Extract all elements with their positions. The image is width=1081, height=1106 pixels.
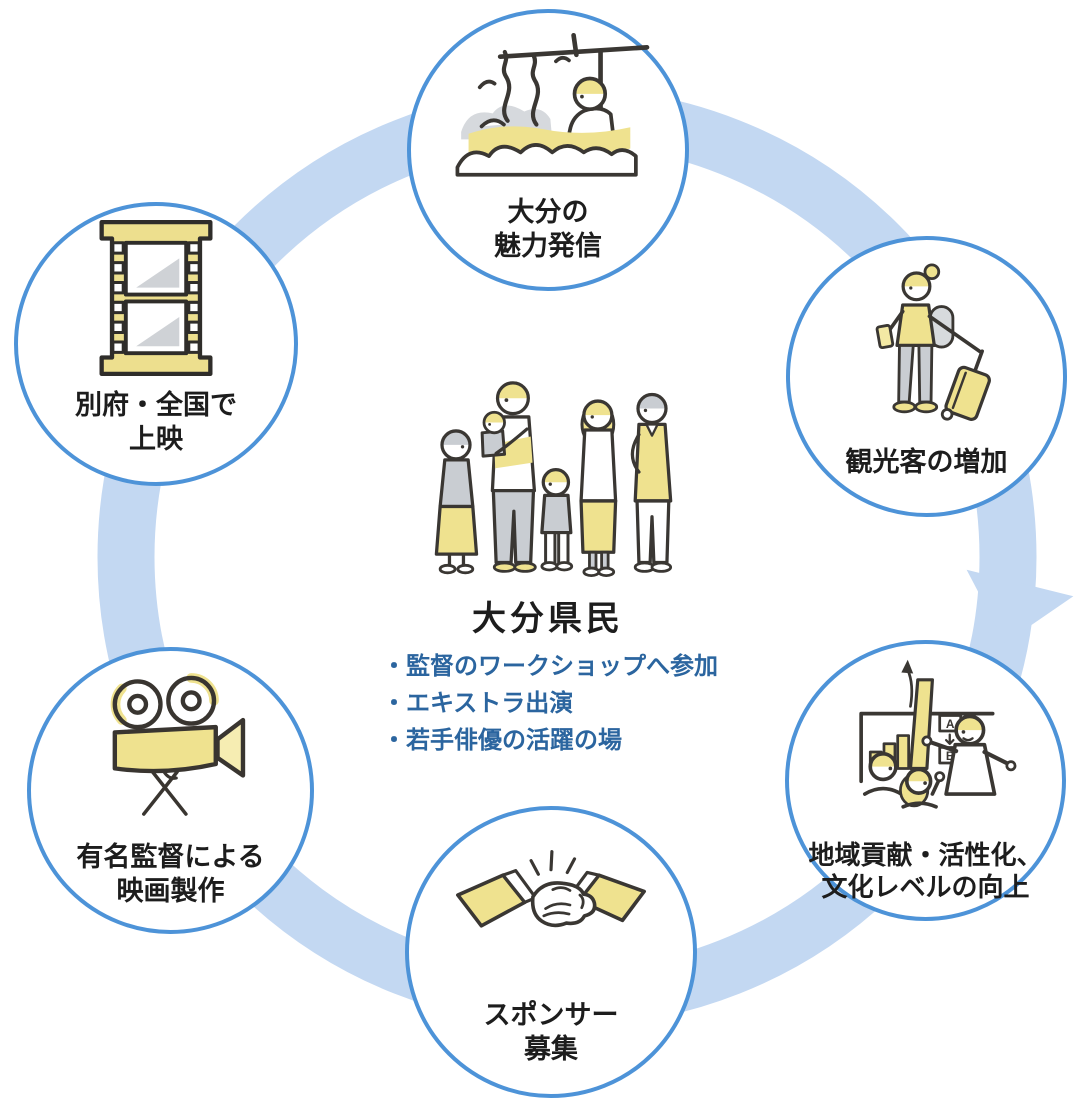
cycle-node-oita-appeal: 大分の 魅力発信 <box>407 9 689 291</box>
cycle-node-regional-contribution: A B <box>785 640 1066 921</box>
node-label-line: 地域貢献・活性化、 <box>808 839 1043 870</box>
cycle-node-film-production: 有名監督による 映画製作 <box>27 647 314 934</box>
node-label: 別府・全国で 上映 <box>75 389 237 482</box>
node-label-line: 有名監督による <box>76 842 265 873</box>
arrowhead-icon <box>966 569 1074 644</box>
list-item: ・若手俳優の活躍の場 <box>382 727 622 754</box>
node-label: スポンサー 募集 <box>484 999 619 1094</box>
node-label: 大分の 魅力発信 <box>494 196 602 287</box>
list-item: ・監督のワークショップへ参加 <box>382 653 718 680</box>
center-group: 大分県民 ・監督のワークショップへ参加 ・エキストラ出演 ・若手俳優の活躍の場 <box>348 332 748 759</box>
cycle-node-screening: 別府・全国で 上映 <box>14 202 298 486</box>
node-label-line: 映画製作 <box>116 875 225 906</box>
node-label-line: 募集 <box>524 1033 578 1064</box>
node-label-line: 大分の <box>507 197 589 228</box>
handshake-icon <box>409 810 693 999</box>
node-label: 観光客の増加 <box>846 446 1008 513</box>
presentation-icon: A B <box>789 644 1062 839</box>
center-title: 大分県民 <box>472 600 624 638</box>
node-label-line: スポンサー <box>483 1000 619 1031</box>
tourist-icon <box>790 240 1063 446</box>
node-label-line: 上映 <box>129 423 183 454</box>
cycle-node-tourist-increase: 観光客の増加 <box>786 236 1067 517</box>
movie-camera-icon <box>31 651 310 841</box>
node-label: 地域貢献・活性化、 文化レベルの向上 <box>808 839 1042 917</box>
onsen-icon <box>411 13 685 196</box>
node-label-line: 別府・全国で <box>75 390 237 421</box>
node-label: 有名監督による 映画製作 <box>76 841 264 930</box>
node-label-line: 文化レベルの向上 <box>821 871 1030 902</box>
svg-text:A: A <box>945 717 954 731</box>
film-strip-icon <box>18 206 294 389</box>
family-icon <box>414 332 694 589</box>
node-label-line: 観光客の増加 <box>845 446 1008 477</box>
participation-list: ・監督のワークショップへ参加 ・エキストラ出演 ・若手俳優の活躍の場 <box>348 648 748 759</box>
node-label-line: 魅力発信 <box>494 230 602 261</box>
list-item: ・エキストラ出演 <box>382 690 574 717</box>
svg-text:B: B <box>945 749 954 763</box>
cycle-node-sponsor-recruitment: スポンサー 募集 <box>405 806 697 1098</box>
